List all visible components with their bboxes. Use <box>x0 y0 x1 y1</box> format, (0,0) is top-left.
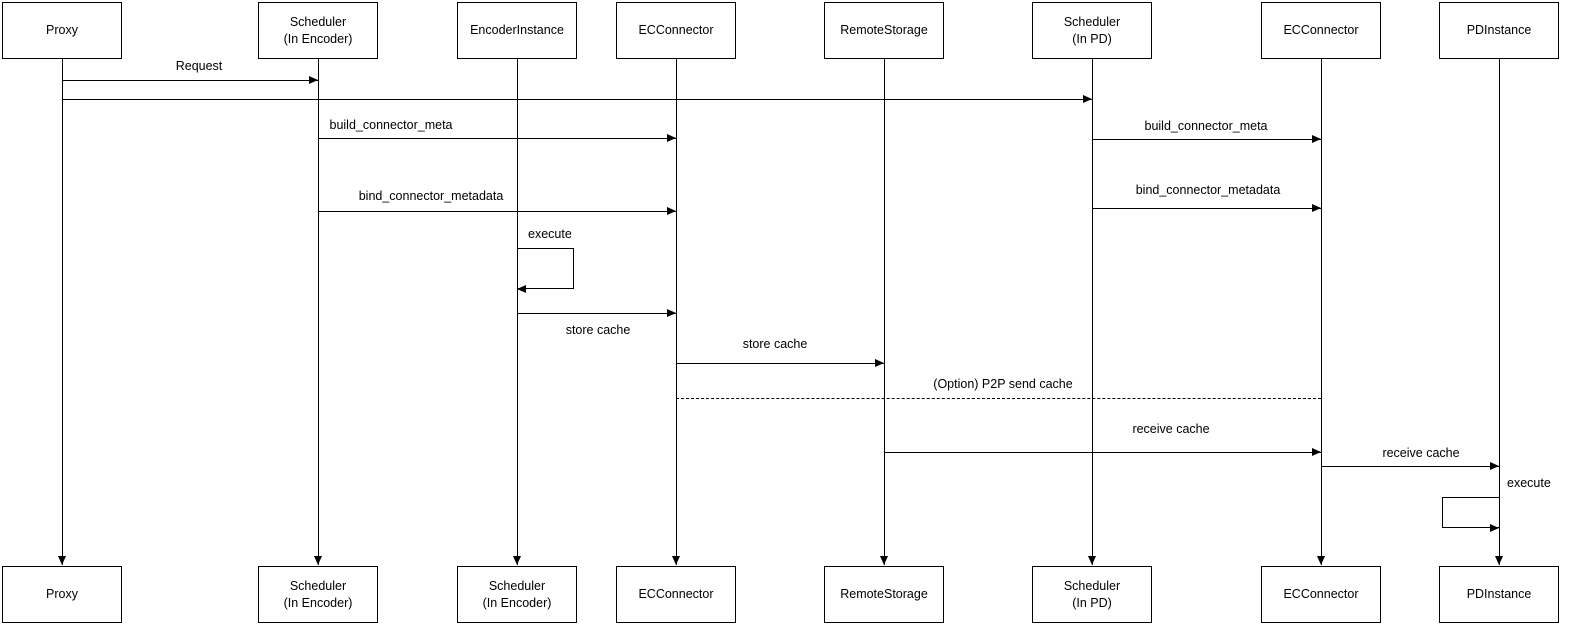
message-line-m8 <box>676 363 884 364</box>
message-label-m9: (Option) P2P send cache <box>933 377 1073 391</box>
lifeline-end-arrow-pd_instance <box>1495 556 1503 565</box>
message-line-m5 <box>318 211 676 212</box>
message-line-m3 <box>318 138 676 139</box>
self-message-label-s2: execute <box>1507 476 1551 490</box>
lifeline-pd_instance <box>1499 59 1500 565</box>
lifeline-remote_storage <box>884 59 885 565</box>
message-label-m4: build_connector_meta <box>1144 119 1268 133</box>
lifeline-ecconn_pd <box>1321 59 1322 565</box>
participant-footer-ecconn_enc[interactable]: ECConnector <box>616 566 736 623</box>
message-label-m8: store cache <box>742 337 808 351</box>
message-line-m6 <box>1092 208 1321 209</box>
message-line-m9 <box>676 398 1321 399</box>
lifeline-encoder_inst <box>517 59 518 565</box>
participant-header-remote_storage[interactable]: RemoteStorage <box>824 2 944 59</box>
message-line-m2 <box>62 99 1092 100</box>
lifeline-end-arrow-proxy <box>58 556 66 565</box>
message-line-m7 <box>517 313 676 314</box>
lifeline-end-arrow-sched_enc <box>314 556 322 565</box>
participant-footer-encoder_inst[interactable]: Scheduler (In Encoder) <box>457 566 577 623</box>
self-message-loop-s1 <box>517 248 574 289</box>
message-line-m1 <box>62 80 318 81</box>
message-label-m6: bind_connector_metadata <box>1135 183 1281 197</box>
self-message-arrowhead-s2 <box>1490 524 1499 532</box>
participant-header-encoder_inst[interactable]: EncoderInstance <box>457 2 577 59</box>
message-line-m10 <box>884 452 1321 453</box>
message-label-m7: store cache <box>565 323 631 337</box>
participant-header-ecconn_pd[interactable]: ECConnector <box>1261 2 1381 59</box>
message-arrowhead-m1 <box>309 76 318 84</box>
participant-header-ecconn_enc[interactable]: ECConnector <box>616 2 736 59</box>
message-arrowhead-m5 <box>667 207 676 215</box>
participant-footer-proxy[interactable]: Proxy <box>2 566 122 623</box>
lifeline-end-arrow-remote_storage <box>880 556 888 565</box>
message-arrowhead-m2 <box>1083 95 1092 103</box>
lifeline-sched_pd <box>1092 59 1093 565</box>
message-arrowhead-m3 <box>667 134 676 142</box>
lifeline-end-arrow-sched_pd <box>1088 556 1096 565</box>
participant-footer-ecconn_pd[interactable]: ECConnector <box>1261 566 1381 623</box>
message-arrowhead-m11 <box>1490 462 1499 470</box>
participant-footer-remote_storage[interactable]: RemoteStorage <box>824 566 944 623</box>
message-arrowhead-m4 <box>1312 135 1321 143</box>
participant-header-proxy[interactable]: Proxy <box>2 2 122 59</box>
lifeline-end-arrow-ecconn_enc <box>672 556 680 565</box>
self-message-arrowhead-s1 <box>517 285 526 293</box>
self-message-label-s1: execute <box>528 227 572 241</box>
message-arrowhead-m6 <box>1312 204 1321 212</box>
participant-header-sched_enc[interactable]: Scheduler (In Encoder) <box>258 2 378 59</box>
participant-header-pd_instance[interactable]: PDInstance <box>1439 2 1559 59</box>
lifeline-proxy <box>62 59 63 565</box>
message-arrowhead-m8 <box>875 359 884 367</box>
message-label-m11: receive cache <box>1382 446 1460 460</box>
lifeline-sched_enc <box>318 59 319 565</box>
message-arrowhead-m7 <box>667 309 676 317</box>
participant-footer-sched_enc[interactable]: Scheduler (In Encoder) <box>258 566 378 623</box>
participant-header-sched_pd[interactable]: Scheduler (In PD) <box>1032 2 1152 59</box>
message-label-m3: build_connector_meta <box>329 118 453 132</box>
self-message-loop-s2 <box>1442 497 1499 528</box>
lifeline-end-arrow-encoder_inst <box>513 556 521 565</box>
message-line-m11 <box>1321 466 1499 467</box>
participant-footer-pd_instance[interactable]: PDInstance <box>1439 566 1559 623</box>
lifeline-end-arrow-ecconn_pd <box>1317 556 1325 565</box>
message-label-m1: Request <box>175 59 223 73</box>
message-label-m10: receive cache <box>1132 422 1210 436</box>
message-label-m5: bind_connector_metadata <box>358 189 504 203</box>
message-arrowhead-m10 <box>1312 448 1321 456</box>
lifeline-ecconn_enc <box>676 59 677 565</box>
message-line-m4 <box>1092 139 1321 140</box>
participant-footer-sched_pd[interactable]: Scheduler (In PD) <box>1032 566 1152 623</box>
